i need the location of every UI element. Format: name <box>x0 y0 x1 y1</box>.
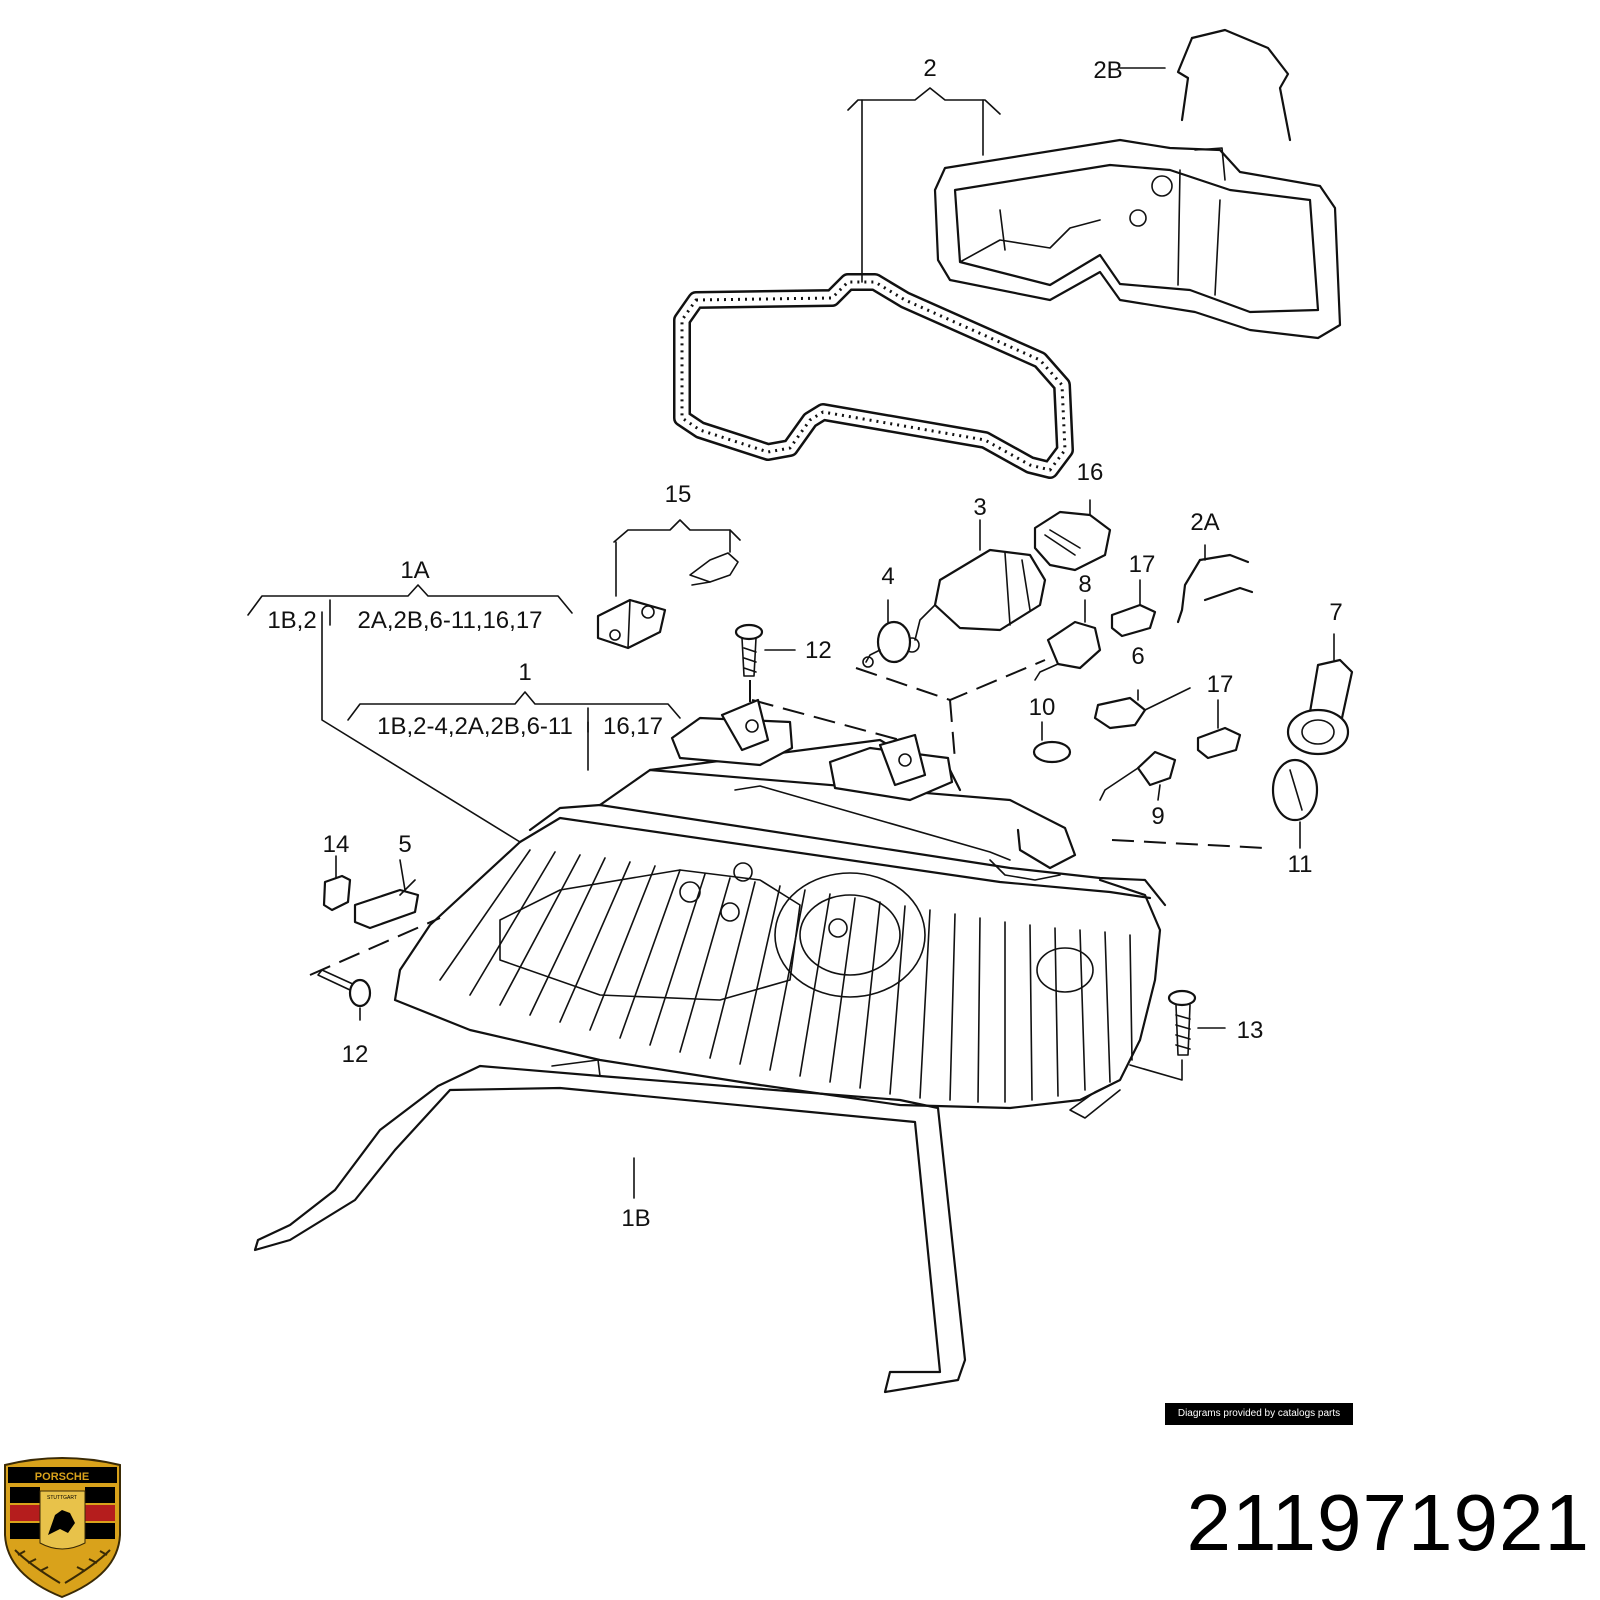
part-1b-strip <box>253 1059 967 1394</box>
callout-2b: 2B <box>1093 57 1122 84</box>
part-number: 211971921 <box>1186 1478 1590 1567</box>
part-14-clip <box>322 855 352 912</box>
callout-2: 2 <box>923 55 936 82</box>
part-5-bracket <box>353 859 420 930</box>
svg-text:STUTTGART: STUTTGART <box>47 1495 77 1501</box>
callout-1a-right: 2A,2B,6-11,16,17 <box>357 607 542 634</box>
callout-1a: 1A <box>400 557 429 584</box>
callout-11: 11 <box>1288 851 1313 878</box>
part-10-bulb <box>1032 721 1072 764</box>
part-12-screw-left <box>317 969 372 1021</box>
callout-3: 3 <box>973 494 986 521</box>
callout-2a: 2A <box>1190 509 1219 536</box>
part-17-upper <box>1110 579 1157 638</box>
svg-text:PORSCHE: PORSCHE <box>35 1471 89 1483</box>
callout-10: 10 <box>1029 694 1056 721</box>
part-4-socket <box>862 599 912 668</box>
part-13-screw <box>1129 989 1226 1081</box>
part-2a-clip <box>1176 544 1254 624</box>
callout-1: 1 <box>518 659 531 686</box>
callout-17-upper: 17 <box>1129 551 1156 578</box>
callout-13: 13 <box>1237 1017 1264 1044</box>
part-11-bulb <box>1271 758 1319 849</box>
callout-1-bracket <box>347 691 681 733</box>
callout-9: 9 <box>1151 803 1164 830</box>
part-1-headlight <box>321 611 1167 1119</box>
lens-ribs <box>439 849 1133 1103</box>
callout-1a-bracket <box>247 584 573 626</box>
callout-2-bracket <box>847 87 1001 283</box>
callout-6: 6 <box>1131 643 1144 670</box>
callout-1-right: 16,17 <box>603 713 663 740</box>
part-2b-clip <box>1119 28 1292 142</box>
part-17-lower <box>1196 699 1242 760</box>
porsche-crest-logo: PORSCHE STUTTGART <box>4 1457 121 1599</box>
callout-labels: 2 2B 16 15 3 2A 17 4 8 1A 1B,2 2A,2B,6-1… <box>267 55 1342 1232</box>
callout-1-left: 1B,2-4,2A,2B,6-11 <box>377 713 573 740</box>
part-8-bulb <box>1034 599 1102 681</box>
callout-7: 7 <box>1329 599 1342 626</box>
part-3-motor <box>904 519 1047 653</box>
part-2-cover <box>933 138 1342 340</box>
part-7-socket <box>1286 633 1354 756</box>
callout-1a-left: 1B,2 <box>267 607 316 634</box>
part-6-holder <box>1093 687 1191 730</box>
part-12-screw-top <box>734 623 796 677</box>
part-9-bulb <box>1099 750 1177 801</box>
callout-4: 4 <box>881 563 894 590</box>
part-16-connector <box>1033 499 1112 572</box>
assembly-dash-lines <box>309 659 1266 976</box>
callout-12-left: 12 <box>342 1041 369 1068</box>
callout-1b: 1B <box>621 1205 650 1232</box>
part-15-bracket <box>596 519 741 650</box>
diagram-credit-badge: Diagrams provided by catalogs parts <box>1165 1403 1353 1425</box>
callout-14: 14 <box>323 831 350 858</box>
callout-5: 5 <box>398 831 411 858</box>
callout-16: 16 <box>1077 459 1104 486</box>
part-2-gasket <box>673 273 1074 479</box>
callout-8: 8 <box>1078 571 1091 598</box>
callout-12-top: 12 <box>805 637 832 664</box>
callout-17-lower: 17 <box>1207 671 1234 698</box>
callout-15: 15 <box>665 481 692 508</box>
